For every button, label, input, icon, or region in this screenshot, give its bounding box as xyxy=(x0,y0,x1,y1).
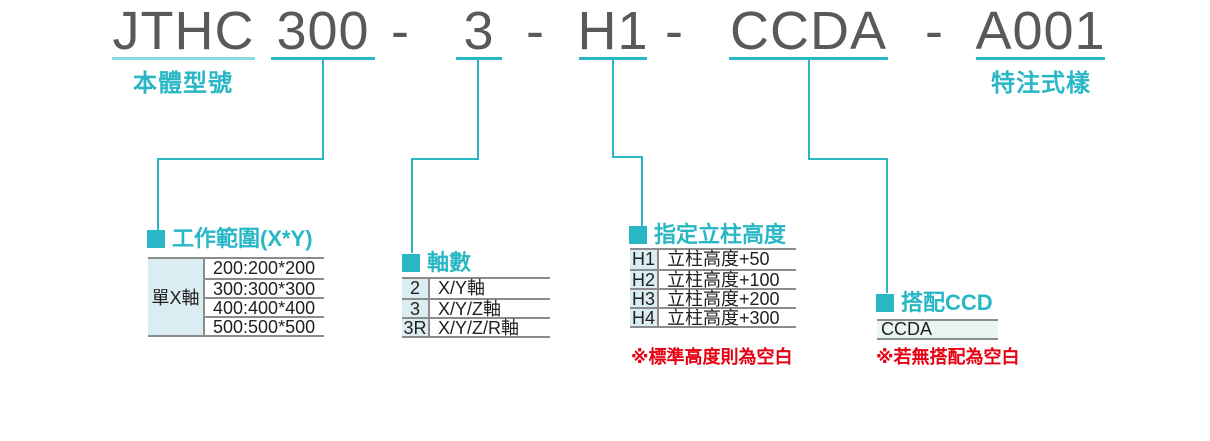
section-header-column-height: 指定立柱高度 xyxy=(629,223,786,246)
table-row: H2 立柱高度+100 xyxy=(630,269,796,290)
segment-underline xyxy=(976,57,1105,60)
section-title: 指定立柱高度 xyxy=(654,222,787,247)
table-cell: 400:400*400 xyxy=(205,297,324,318)
table-cell: 立柱高度+100 xyxy=(667,270,780,290)
separator-dash: - xyxy=(925,1,943,61)
special-spec-label: 特注式樣 xyxy=(991,70,1091,97)
table-cell: X/Y/Z/R軸 xyxy=(438,318,520,338)
table-cell: 3 xyxy=(402,300,430,319)
connector-line xyxy=(808,60,810,160)
separator-dash: - xyxy=(391,1,409,61)
segment-underline xyxy=(271,57,375,60)
section-header-working-range: 工作範圍(X*Y) xyxy=(147,227,313,250)
connector-line xyxy=(612,60,614,158)
legend-square-icon xyxy=(147,230,165,248)
model-segment-text: 300 xyxy=(276,1,370,61)
legend-square-icon xyxy=(402,254,420,272)
table-cell: 300:300*300 xyxy=(205,278,324,299)
column-height-footnote: ※標準高度則為空白 xyxy=(631,347,793,367)
table-cell: H3 xyxy=(630,290,659,309)
table-row: 3R X/Y/Z/R軸 xyxy=(402,317,550,338)
segment-underline xyxy=(456,57,502,60)
section-title: 搭配CCD xyxy=(901,290,993,315)
table-cell: X/Y軸 xyxy=(438,278,486,298)
section-header-ccd: 搭配CCD xyxy=(876,291,993,314)
ccd-footnote: ※若無搭配為空白 xyxy=(876,347,1020,367)
table-cell: H2 xyxy=(630,271,659,290)
table-cell: 立柱高度+200 xyxy=(667,289,780,309)
separator-dash: - xyxy=(665,1,683,61)
model-segment-working-range: 300 xyxy=(271,1,375,61)
body-model-label: 本體型號 xyxy=(133,70,233,97)
segment-underline xyxy=(729,57,888,60)
table-merged-cell: 單X軸 xyxy=(148,259,205,335)
table-cell: H4 xyxy=(630,309,659,328)
connector-line xyxy=(477,60,479,160)
segment-underline xyxy=(112,57,255,60)
connector-line xyxy=(411,158,413,253)
table-cell: H1 xyxy=(630,250,659,269)
model-segment-special-spec: A001 xyxy=(975,1,1105,61)
connector-line xyxy=(157,158,159,230)
section-title: 軸數 xyxy=(427,250,472,275)
ccd-table: CCDA xyxy=(877,319,998,340)
table-row: 3 X/Y/Z軸 xyxy=(402,298,550,319)
table-cell: 立柱高度+300 xyxy=(667,308,780,328)
table-cell: 200:200*200 xyxy=(213,258,316,278)
table-cell: 立柱高度+50 xyxy=(667,249,770,269)
connector-line xyxy=(322,60,324,160)
column-height-table: H1 立柱高度+50 H2 立柱高度+100 H3 立柱高度+200 H4 立柱… xyxy=(630,248,796,328)
model-segment-text: H1 xyxy=(577,1,649,61)
table-cell: 2 xyxy=(402,279,430,298)
section-header-axis-count: 軸數 xyxy=(402,251,471,274)
model-segment-text: 3 xyxy=(463,1,495,61)
connector-line xyxy=(808,158,888,160)
connector-line xyxy=(641,156,643,226)
table-row: H3 立柱高度+200 xyxy=(630,288,796,309)
table-value-column: 200:200*200 300:300*300 400:400*400 500:… xyxy=(205,258,324,337)
segment-underline xyxy=(579,57,647,60)
separator-dash: - xyxy=(526,1,544,61)
table-cell: CCDA xyxy=(881,319,933,339)
legend-square-icon xyxy=(629,226,647,244)
table-cell-text: 單X軸 xyxy=(151,288,200,308)
model-segment-text: A001 xyxy=(975,1,1106,61)
table-row: H1 立柱高度+50 xyxy=(630,250,796,269)
section-title: 工作範圍(X*Y) xyxy=(172,226,313,251)
model-segment-body: JTHC xyxy=(112,1,255,61)
legend-square-icon xyxy=(876,294,894,312)
table-cell: 500:500*500 xyxy=(205,316,324,337)
table-row: 2 X/Y軸 xyxy=(402,279,550,298)
connector-line xyxy=(157,158,324,160)
connector-line xyxy=(886,158,888,293)
connector-line xyxy=(411,158,479,160)
table-cell: 3R xyxy=(402,319,430,338)
table-row: H4 立柱高度+300 xyxy=(630,307,796,328)
axis-count-table: 2 X/Y軸 3 X/Y/Z軸 3R X/Y/Z/R軸 xyxy=(402,277,550,338)
working-range-table: 單X軸 200:200*200 300:300*300 400:400*400 … xyxy=(148,257,324,337)
model-segment-text: CCDA xyxy=(729,1,887,61)
model-segment-column-height: H1 xyxy=(577,1,647,61)
model-segment-text: JTHC xyxy=(112,1,255,61)
model-segment-axis-count: 3 xyxy=(456,1,502,61)
model-segment-ccd: CCDA xyxy=(729,1,888,61)
table-cell: X/Y/Z軸 xyxy=(438,299,502,319)
connector-line xyxy=(612,156,643,158)
